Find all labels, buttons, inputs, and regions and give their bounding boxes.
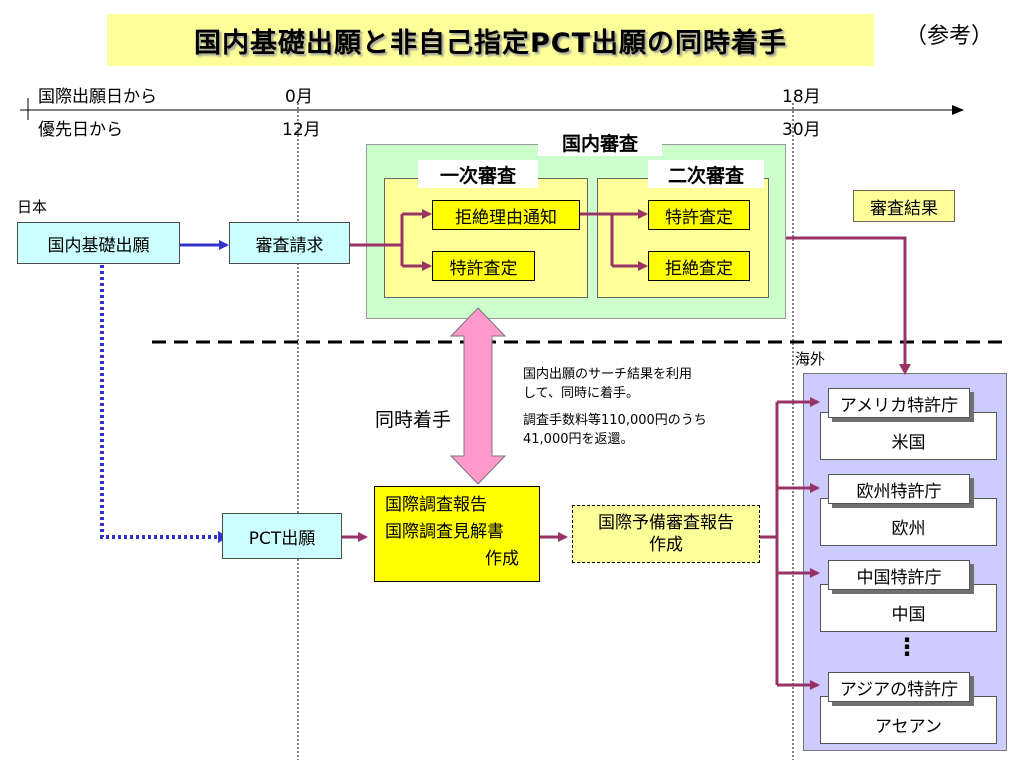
iper-box: 国際予備審査報告 作成 — [572, 505, 760, 563]
more-offices-ellipsis: ⋮ — [895, 633, 919, 661]
note-line-3: 調査手数料等110,000円のうち — [523, 413, 707, 428]
us-office-box: アメリカ特許庁 — [828, 388, 970, 418]
isr-box: 国際調査報告 国際調査見解書 作成 — [374, 486, 540, 582]
timeline-filing-18: 18月 — [782, 87, 821, 107]
second-exam-title: 二次審査 — [648, 160, 764, 188]
timeline-priority-12: 12月 — [282, 120, 321, 140]
asean-country-label: アセアン — [875, 717, 942, 737]
pct-filing-box: PCT出願 — [222, 513, 342, 559]
note-line-1: 国内出願のサーチ結果を利用 — [523, 367, 693, 382]
fee-note: 国内出願のサーチ結果を利用 して、同時に着手。 調査手数料等110,000円のう… — [523, 365, 707, 449]
asean-region-box — [820, 696, 997, 744]
cn-country-label: 中国 — [891, 605, 926, 625]
second-grant-box: 特許査定 — [648, 200, 750, 230]
japan-label: 日本 — [17, 198, 48, 216]
exam-request-box: 審査請求 — [229, 222, 350, 264]
overseas-label: 海外 — [795, 350, 826, 368]
simultaneous-label: 同時着手 — [375, 409, 452, 431]
isr-line-3: 作成 — [485, 549, 519, 569]
eu-region-box — [820, 498, 997, 546]
from-priority-label: 優先日から — [38, 120, 123, 140]
eu-country-label: 欧州 — [891, 519, 926, 539]
exam-result-box: 審査結果 — [853, 190, 955, 222]
note-line-4: 41,000円を返還。 — [523, 432, 634, 447]
timeline-filing-0: 0月 — [285, 87, 313, 107]
refusal-notice-box: 拒絶理由通知 — [432, 200, 580, 230]
isr-line-1: 国際調査報告 — [385, 495, 487, 515]
reference-label: （参考） — [905, 24, 994, 49]
first-exam-title: 一次審査 — [418, 160, 538, 188]
iper-line-1: 国際予備審査報告 — [598, 513, 734, 533]
domestic-filing-box: 国内基礎出願 — [17, 222, 180, 264]
timeline-priority-30: 30月 — [782, 120, 821, 140]
iper-line-2: 作成 — [649, 535, 683, 555]
page-title: 国内基礎出願と非自己指定PCT出願の同時着手 — [107, 14, 874, 66]
cn-office-box: 中国特許庁 — [828, 560, 970, 590]
domestic-exam-title: 国内審査 — [538, 128, 662, 156]
note-line-2: して、同時に着手。 — [523, 386, 639, 401]
eu-office-box: 欧州特許庁 — [828, 474, 970, 504]
us-country-label: 米国 — [891, 433, 926, 453]
first-grant-box: 特許査定 — [432, 251, 535, 281]
second-refusal-box: 拒絶査定 — [648, 251, 750, 281]
asean-office-box: アジアの特許庁 — [828, 672, 970, 702]
from-filing-label: 国際出願日から — [38, 87, 157, 107]
us-region-box — [820, 412, 997, 460]
isr-line-2: 国際調査見解書 — [385, 522, 504, 542]
simultaneous-double-arrow — [449, 307, 507, 485]
